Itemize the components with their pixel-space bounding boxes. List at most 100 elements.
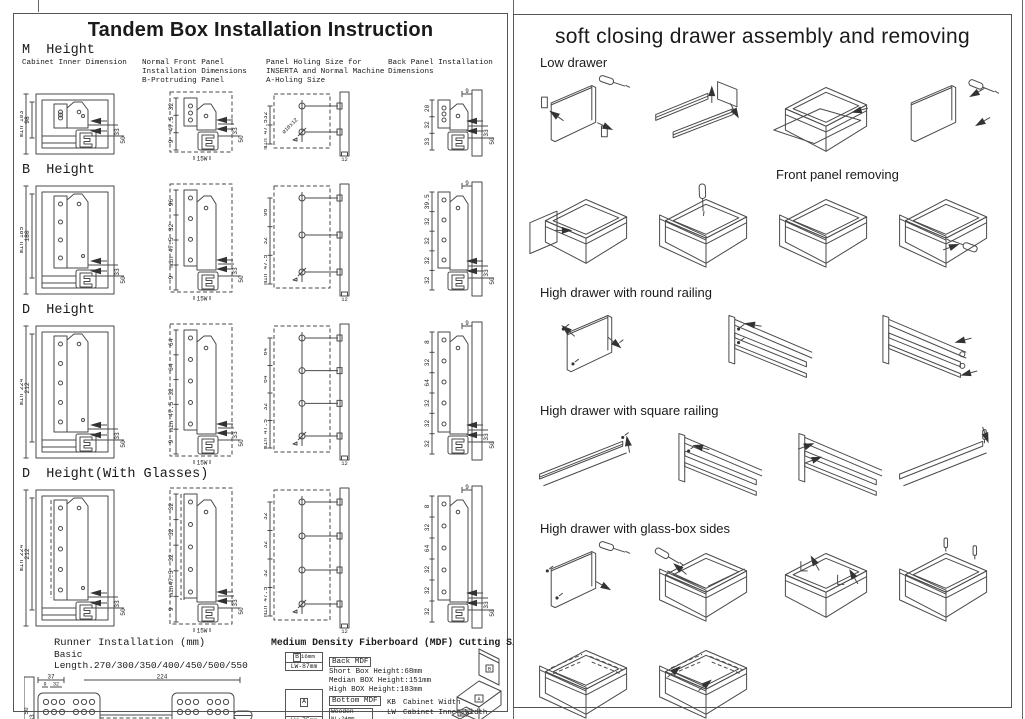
- dimension-label: 32: [168, 103, 175, 111]
- dimension-label: 32: [168, 223, 175, 231]
- legend-kb-abbr: KB: [387, 698, 396, 707]
- dimension-label: 50: [489, 441, 496, 449]
- figure-art: [768, 418, 884, 510]
- section-label-b-height: B Height: [22, 162, 95, 178]
- dimension-label: 50: [24, 707, 30, 715]
- figure-art: [648, 418, 764, 510]
- figure-row: [514, 300, 1011, 397]
- dimension-label: 32: [264, 403, 269, 411]
- dimension-label: 32: [424, 276, 431, 284]
- arrow-icon: [673, 563, 689, 577]
- figure-art: [682, 300, 832, 392]
- dimension-label: 9: [465, 320, 469, 327]
- dimension-label: ø10x12: [280, 116, 299, 135]
- dimension-label: 32: [168, 388, 175, 396]
- dimension-label: 64: [168, 363, 175, 371]
- bottom-area: Runner Installation (mm) Basic Length.27…: [23, 637, 530, 719]
- screwdriver-icon: [599, 541, 631, 557]
- figure-bottom-panel-insert: [768, 70, 884, 167]
- figure-row: [514, 536, 1011, 633]
- bottom-mdf-width: LW-75mm: [286, 715, 322, 719]
- figure-box-screwdriver-side: [888, 182, 1004, 279]
- dimension-label: 50: [238, 439, 245, 447]
- dimension-label: 212: [24, 382, 31, 394]
- bottom-mdf-size-table: A LW-75mm: [285, 688, 323, 719]
- arrow-icon: [849, 568, 861, 586]
- dimension-label: 12: [341, 296, 348, 302]
- figure-art: [836, 300, 986, 392]
- dimension-label: 47.5: [168, 116, 175, 131]
- dimension-label: 8: [424, 504, 431, 508]
- dimension-label: 32: [264, 111, 269, 119]
- arrow-icon: [606, 335, 622, 349]
- figure-art: [888, 418, 989, 510]
- dimension-label: 9: [168, 607, 175, 611]
- figure-box-glass-pins: [888, 536, 1004, 633]
- dimension-label: 33: [483, 433, 490, 441]
- figure-art: [648, 70, 739, 162]
- figure-side-rails-back-panel: [648, 70, 764, 167]
- dimension-label: min 185: [20, 226, 25, 253]
- dimension-label: 32: [264, 237, 269, 245]
- dimension-label: 96: [168, 198, 175, 206]
- dimension-label: min 47.5: [264, 419, 269, 449]
- dimension-label: 8: [424, 340, 431, 344]
- dimension-label: 33: [232, 431, 239, 439]
- dimension-label: min 224: [20, 544, 25, 571]
- figure-corner-round-rails-screws: [682, 300, 832, 397]
- arrow-icon: [692, 444, 711, 452]
- section-label-m-height: M Height: [22, 43, 95, 58]
- dimension-label: 20: [424, 104, 431, 112]
- arrow-icon: [549, 110, 565, 124]
- dimension-label: 98: [24, 116, 31, 124]
- figure-row: [514, 418, 1011, 515]
- dimension-label: 32: [424, 237, 431, 245]
- dimension-label: 33: [114, 128, 121, 136]
- page-mark-left: [38, 0, 39, 12]
- figure-group-label: High drawer with square railing: [540, 403, 719, 418]
- dimension-label: min 103: [20, 110, 25, 137]
- column-header-panel-holing: Panel Holing Size for INSERTA and Normal…: [266, 59, 385, 85]
- back-mdf-thickness: 16mm: [300, 652, 315, 660]
- arrow-icon: [625, 435, 632, 453]
- runner-basic-length: Basic Length.270/300/350/400/450/500/550: [54, 648, 248, 671]
- dimension-label: min 47.5: [264, 254, 269, 284]
- dimension-label: 50: [120, 440, 127, 448]
- arrow-icon: [810, 555, 823, 573]
- figure-art: [648, 182, 764, 274]
- left-page-panel: Tandem Box Installation Instruction M He…: [13, 13, 530, 719]
- arrow-icon: [727, 102, 739, 119]
- dimension-label: 32: [424, 419, 431, 427]
- dimension-label: 32: [424, 217, 431, 225]
- column-headers: Cabinet Inner Dimension Normal Front Pan…: [22, 59, 507, 86]
- figure-group-label: Low drawer: [540, 55, 608, 70]
- dimension-label: 32: [424, 607, 431, 615]
- dimension-label: 33: [114, 432, 121, 440]
- figure-box-assembled: [768, 182, 884, 279]
- dimension-label: 9: [43, 681, 46, 687]
- right-page-title: soft closing drawer assembly and removin…: [555, 25, 970, 48]
- bottom-mdf-wooden: Wooden NL-24mm: [329, 707, 373, 719]
- left-page-title: Tandem Box Installation Instruction: [87, 19, 434, 41]
- dimension-label: 50: [120, 136, 127, 144]
- figure-corner-round-rails-pins: [836, 300, 986, 397]
- dimension-label: 96: [264, 208, 269, 216]
- legend-kb-meaning: Cabinet Width: [403, 698, 461, 707]
- dimension-label: 32: [424, 358, 431, 366]
- figure-art: [768, 182, 884, 274]
- figure-art: [528, 182, 644, 274]
- dimension-label: 50: [489, 137, 496, 145]
